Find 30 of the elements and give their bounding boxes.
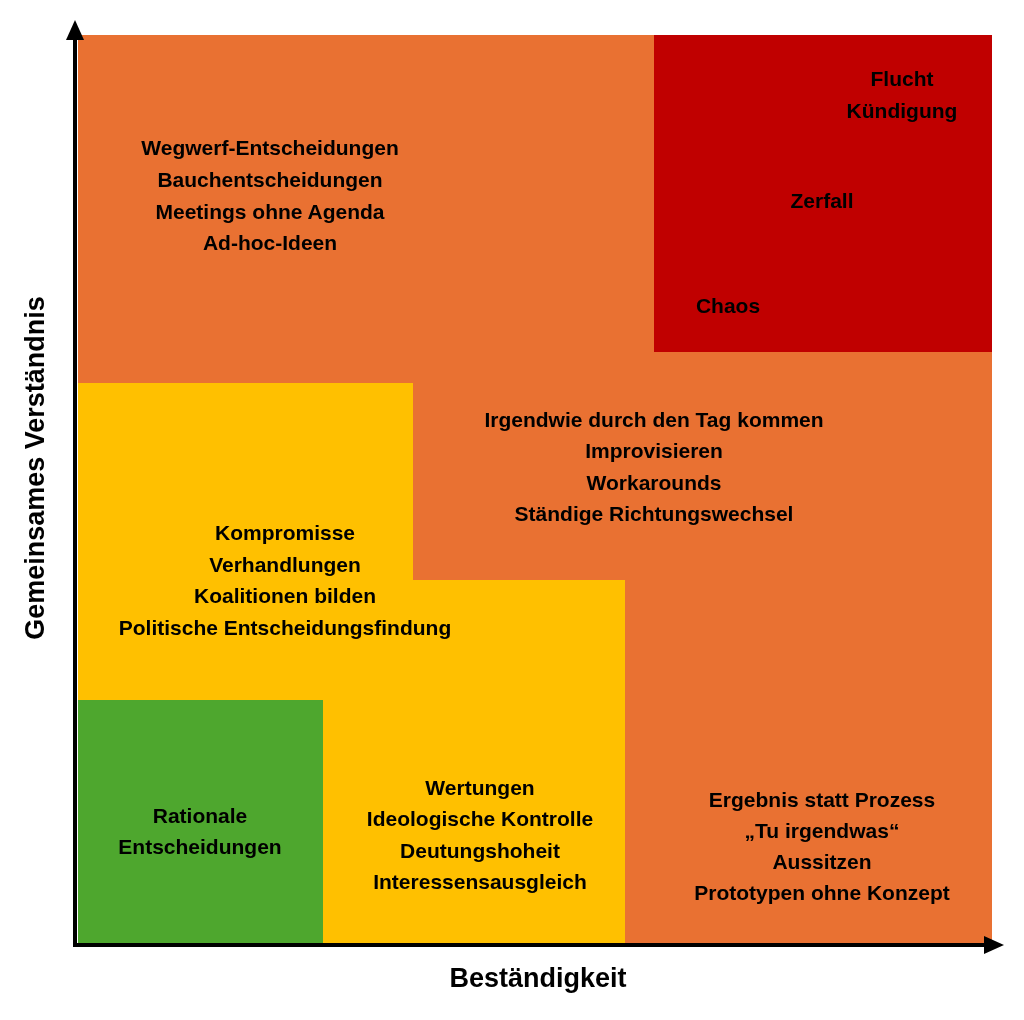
quadrant-region	[78, 700, 323, 945]
quadrant-text: Workarounds	[586, 469, 722, 496]
quadrant-text: Rationale Entscheidungen	[117, 803, 283, 860]
quadrant-text: Aussitzen	[772, 848, 872, 875]
quadrant-text: Irgendwie durch den Tag kommen	[484, 406, 824, 433]
quadrant-text: Bauchentscheidungen	[157, 166, 383, 193]
quadrant-text: Improvisieren	[585, 437, 723, 464]
quadrant-text: Politische Entscheidungsfindung	[118, 614, 452, 641]
quadrant-text: Wegwerf-Entscheidungen	[141, 134, 399, 161]
axis-title: Beständigkeit	[449, 961, 627, 995]
quadrant-text: Wertungen	[425, 774, 535, 801]
axis-title: Gemeinsames Verständnis	[18, 296, 51, 640]
quadrant-text: „Tu irgendwas“	[744, 817, 900, 844]
quadrant-text: Ständige Richtungswechsel	[514, 500, 794, 527]
quadrant-text: Ideologische Kontrolle	[366, 805, 594, 832]
quadrant-text: Prototypen ohne Konzept	[694, 879, 950, 906]
quadrant-text: Ad-hoc-Ideen	[202, 229, 338, 256]
quadrant-text: Koalitionen bilden	[194, 582, 376, 609]
quadrant-text: Verhandlungen	[209, 551, 361, 578]
quadrant-text: Kündigung	[846, 97, 958, 124]
quadrant-text: Deutungshoheit	[400, 837, 560, 864]
quadrant-text: Chaos	[695, 292, 761, 319]
quadrant-text: Meetings ohne Agenda	[155, 198, 385, 225]
quadrant-region	[654, 35, 992, 352]
quadrant-text: Flucht	[870, 65, 934, 92]
quadrant-text: Kompromisse	[215, 519, 355, 546]
quadrant-region	[78, 35, 992, 945]
quadrant-text: Zerfall	[790, 187, 854, 214]
quadrant-text: Ergebnis statt Prozess	[708, 786, 936, 813]
quadrant-text: Interessensausgleich	[373, 868, 587, 895]
